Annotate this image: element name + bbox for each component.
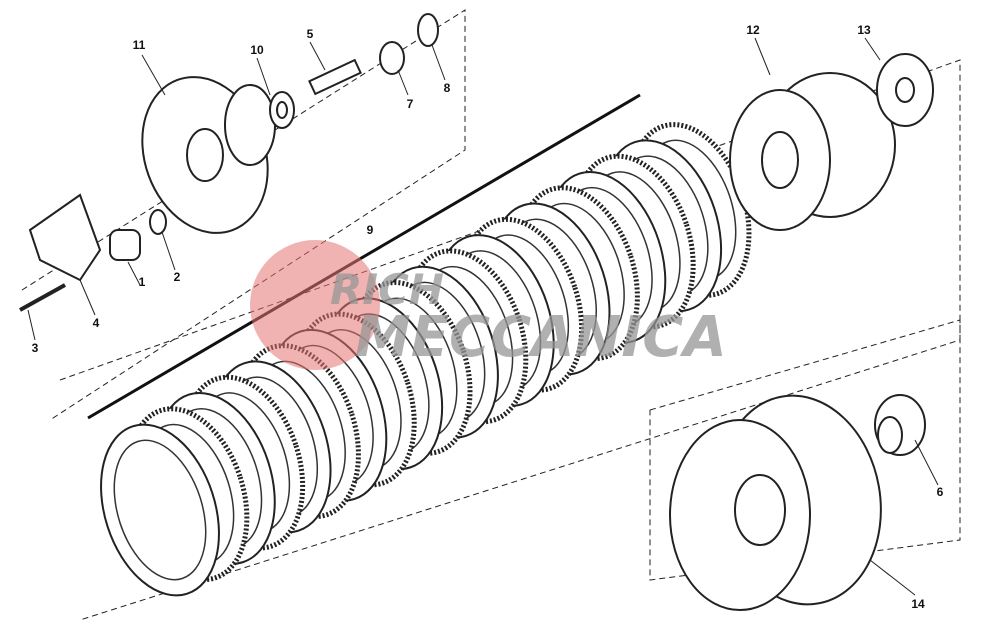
washer-2	[149, 209, 167, 235]
label-9: 9	[366, 223, 374, 237]
washer-8	[417, 13, 439, 47]
label-11: 11	[132, 38, 146, 52]
bolt-3	[19, 283, 66, 312]
label-7: 7	[406, 97, 414, 111]
label-2: 2	[173, 270, 181, 284]
watermark-line2: MECCANICA	[355, 305, 727, 370]
label-12: 12	[746, 23, 760, 37]
label-8: 8	[443, 81, 451, 95]
clutch-basket	[669, 394, 926, 611]
label-10: 10	[250, 43, 264, 57]
plates-group-box	[59, 59, 961, 621]
label-4: 4	[92, 316, 100, 330]
label-14: 14	[911, 597, 925, 611]
basket-group-box	[649, 319, 961, 581]
label-1: 1	[138, 275, 146, 289]
watermark-line1: RICH	[330, 265, 444, 314]
clutch-hub	[729, 53, 934, 231]
label-6: 6	[936, 485, 944, 499]
leader-lines	[27, 37, 939, 596]
label-3: 3	[31, 341, 39, 355]
clutch-plate	[100, 423, 220, 597]
label-5: 5	[306, 27, 314, 41]
plates-bracket-line	[87, 93, 641, 420]
pushrod-5	[308, 58, 362, 96]
small-parts	[19, 13, 439, 312]
clutch-plates	[100, 122, 752, 597]
pressure-plate	[141, 76, 276, 234]
cover-4	[28, 193, 102, 282]
label-13: 13	[857, 23, 871, 37]
nut-7	[379, 41, 405, 75]
watermark-logo-circle	[250, 240, 380, 370]
spring-1	[109, 229, 141, 261]
